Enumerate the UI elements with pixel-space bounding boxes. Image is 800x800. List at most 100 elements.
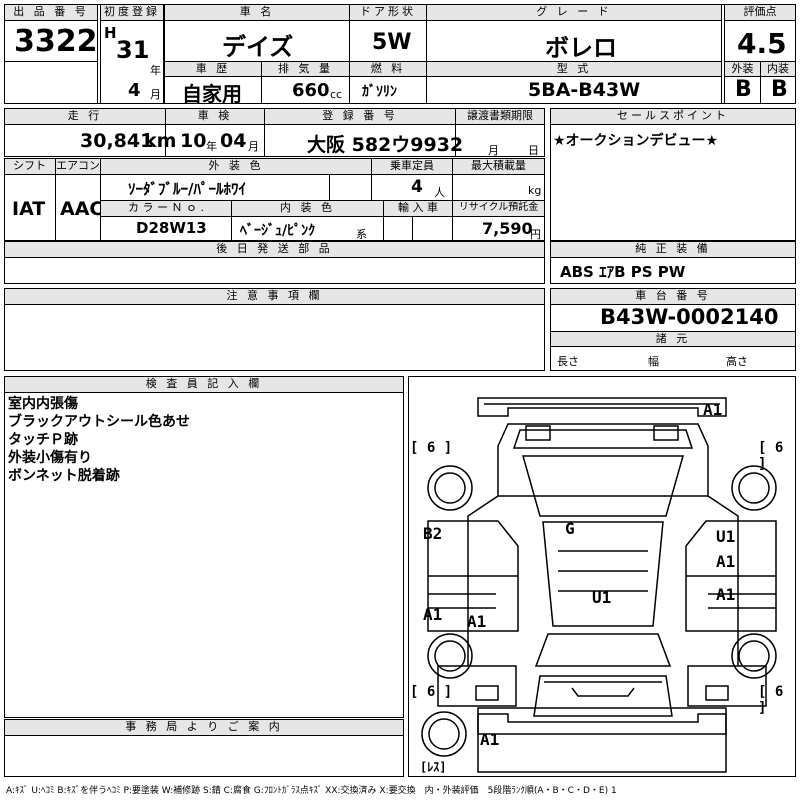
lot-no: 3322	[14, 24, 98, 59]
office-label: 事 務 局 よ り ご 案 内	[4, 719, 404, 736]
damage-mark: B2	[423, 524, 443, 543]
capacity-unit: 人	[434, 186, 445, 199]
transfer-cell	[455, 124, 545, 157]
insp-year-unit: 年	[206, 140, 217, 153]
inspector-cell	[4, 392, 404, 718]
chassis: B43W-0002140	[600, 305, 779, 329]
spare-tire: [ﾚｽ]	[420, 760, 447, 774]
history-label: 車 歴	[164, 61, 262, 77]
office-cell	[4, 735, 404, 777]
inspector-note: ボンネット脱着跡	[8, 468, 120, 484]
recycle-unit: 円	[530, 228, 541, 241]
sales-point-cell	[550, 124, 796, 241]
displacement-unit: cc	[330, 88, 343, 101]
ext-color-extra	[329, 174, 372, 201]
max-load-unit: kg	[528, 184, 542, 197]
damage-mark: A1	[423, 605, 443, 624]
import-cell-b	[412, 216, 453, 241]
grade-label: グ レ ー ド	[426, 4, 722, 21]
tire-rear-right: [ 6 ]	[758, 684, 784, 716]
tire-front-right: [ 6 ]	[758, 440, 784, 472]
height-label: 高さ	[726, 355, 748, 368]
door: 5W	[372, 30, 412, 55]
import-label: 輸 入 車	[383, 200, 453, 217]
genuine-cell	[550, 257, 796, 284]
grade: ボレロ	[545, 34, 617, 62]
ext-color: ｿｰﾀﾞﾌﾞﾙｰ/ﾊﾟｰﾙﾎﾜｲ	[128, 180, 246, 198]
car-diagram	[421, 397, 777, 773]
ac: AAC	[60, 198, 104, 220]
first-reg-cell	[100, 20, 164, 104]
fuel-label: 燃 料	[349, 61, 427, 77]
inspector-note: ブラックアウトシール色あせ	[8, 414, 190, 430]
color-no-label: カ ラ ー Ｎ ｏ .	[100, 200, 232, 217]
damage-mark: U1	[716, 527, 736, 546]
lot-no-label: 出 品 番 号	[4, 4, 98, 21]
reg-no-label: 登 録 番 号	[264, 108, 456, 125]
max-load-label: 最大積載量	[452, 158, 545, 175]
fuel: ｶﾞｿﾘﾝ	[362, 84, 397, 100]
transfer-label: 譲渡書類期限	[455, 108, 545, 125]
mileage-label: 走 行	[4, 108, 166, 125]
later-parts-cell	[4, 257, 545, 284]
door-label: ドア形状	[349, 4, 427, 21]
ac-label: エアコン	[55, 158, 101, 175]
month-unit: 月	[150, 88, 161, 101]
notes-label: 注 意 事 項 欄	[4, 288, 545, 305]
score: 4.5	[737, 27, 787, 60]
insp-month: 04	[220, 130, 247, 152]
damage-mark: G	[565, 519, 575, 538]
interior: B	[771, 77, 788, 102]
inspector-note: タッチＰ跡	[8, 432, 78, 448]
year: 31	[116, 36, 150, 64]
damage-mark: U1	[592, 588, 612, 607]
model-cell	[426, 76, 722, 104]
displacement-label: 排 気 量	[261, 61, 350, 77]
inspection-label: 車 検	[165, 108, 265, 125]
inspector-label: 検 査 員 記 入 欄	[4, 376, 404, 393]
capacity-label: 乗車定員	[371, 158, 453, 175]
interior-cell	[760, 76, 796, 104]
recycle-label: リサイクル預託金	[452, 200, 545, 217]
model: 5BA-B43W	[528, 79, 641, 101]
later-parts-label: 後 日 発 送 部 品	[4, 241, 545, 258]
car-diagram-frame	[408, 376, 796, 777]
chassis-label: 車 台 番 号	[550, 288, 796, 305]
damage-mark: A1	[480, 730, 500, 749]
car-name-label: 車 名	[164, 4, 350, 21]
damage-mark: A1	[703, 400, 723, 419]
model-label: 型 式	[426, 61, 722, 77]
ext-color-label: 外 装 色	[100, 158, 372, 175]
month: 4	[128, 80, 141, 101]
shift: IAT	[12, 198, 46, 220]
sales-point-label: セールスポイント	[550, 108, 796, 125]
int-color: ﾍﾞｰｼﾞｭ/ﾋﾟﾝｸ	[240, 223, 316, 239]
tire-front-left: [ 6 ]	[410, 440, 453, 456]
exterior: B	[735, 77, 752, 102]
damage-mark: A1	[716, 552, 736, 571]
width-label: 幅	[648, 355, 659, 368]
legend: A:ｷｽﾞ U:ﾍｺﾐ B:ｷｽﾞを伴うﾍｺﾐ P:要塗装 W:補修跡 S:錆 …	[6, 786, 617, 796]
import-cell-a	[383, 216, 413, 241]
color-no: D28W13	[136, 219, 207, 237]
era: H	[104, 24, 117, 42]
inspector-notes: 室内内張傷 ブラックアウトシール色あせ タッチＰ跡 外装小傷有り ボンネット脱着…	[8, 395, 190, 485]
insp-month-unit: 月	[248, 140, 259, 153]
capacity: 4	[411, 177, 423, 197]
score-label: 評価点	[724, 4, 796, 21]
damage-mark: A1	[467, 612, 487, 631]
interior-label: 内装	[760, 61, 796, 77]
insp-year: 10	[180, 130, 207, 152]
displacement: 660	[292, 80, 330, 101]
reg-no: 大阪 582ウ9932	[307, 134, 464, 156]
notes-cell	[4, 304, 545, 371]
tire-rear-left: [ 6 ]	[410, 684, 453, 700]
genuine: ABS ｴｱB PS PW	[560, 263, 686, 281]
transfer-day-unit: 日	[528, 144, 539, 157]
length-label: 長さ	[557, 355, 579, 368]
inspector-note: 外装小傷有り	[8, 450, 92, 466]
dims-label: 諸 元	[550, 331, 796, 347]
genuine-label: 純 正 装 備	[550, 241, 796, 258]
dims-cell	[550, 346, 796, 371]
car-name: デイズ	[222, 33, 294, 61]
